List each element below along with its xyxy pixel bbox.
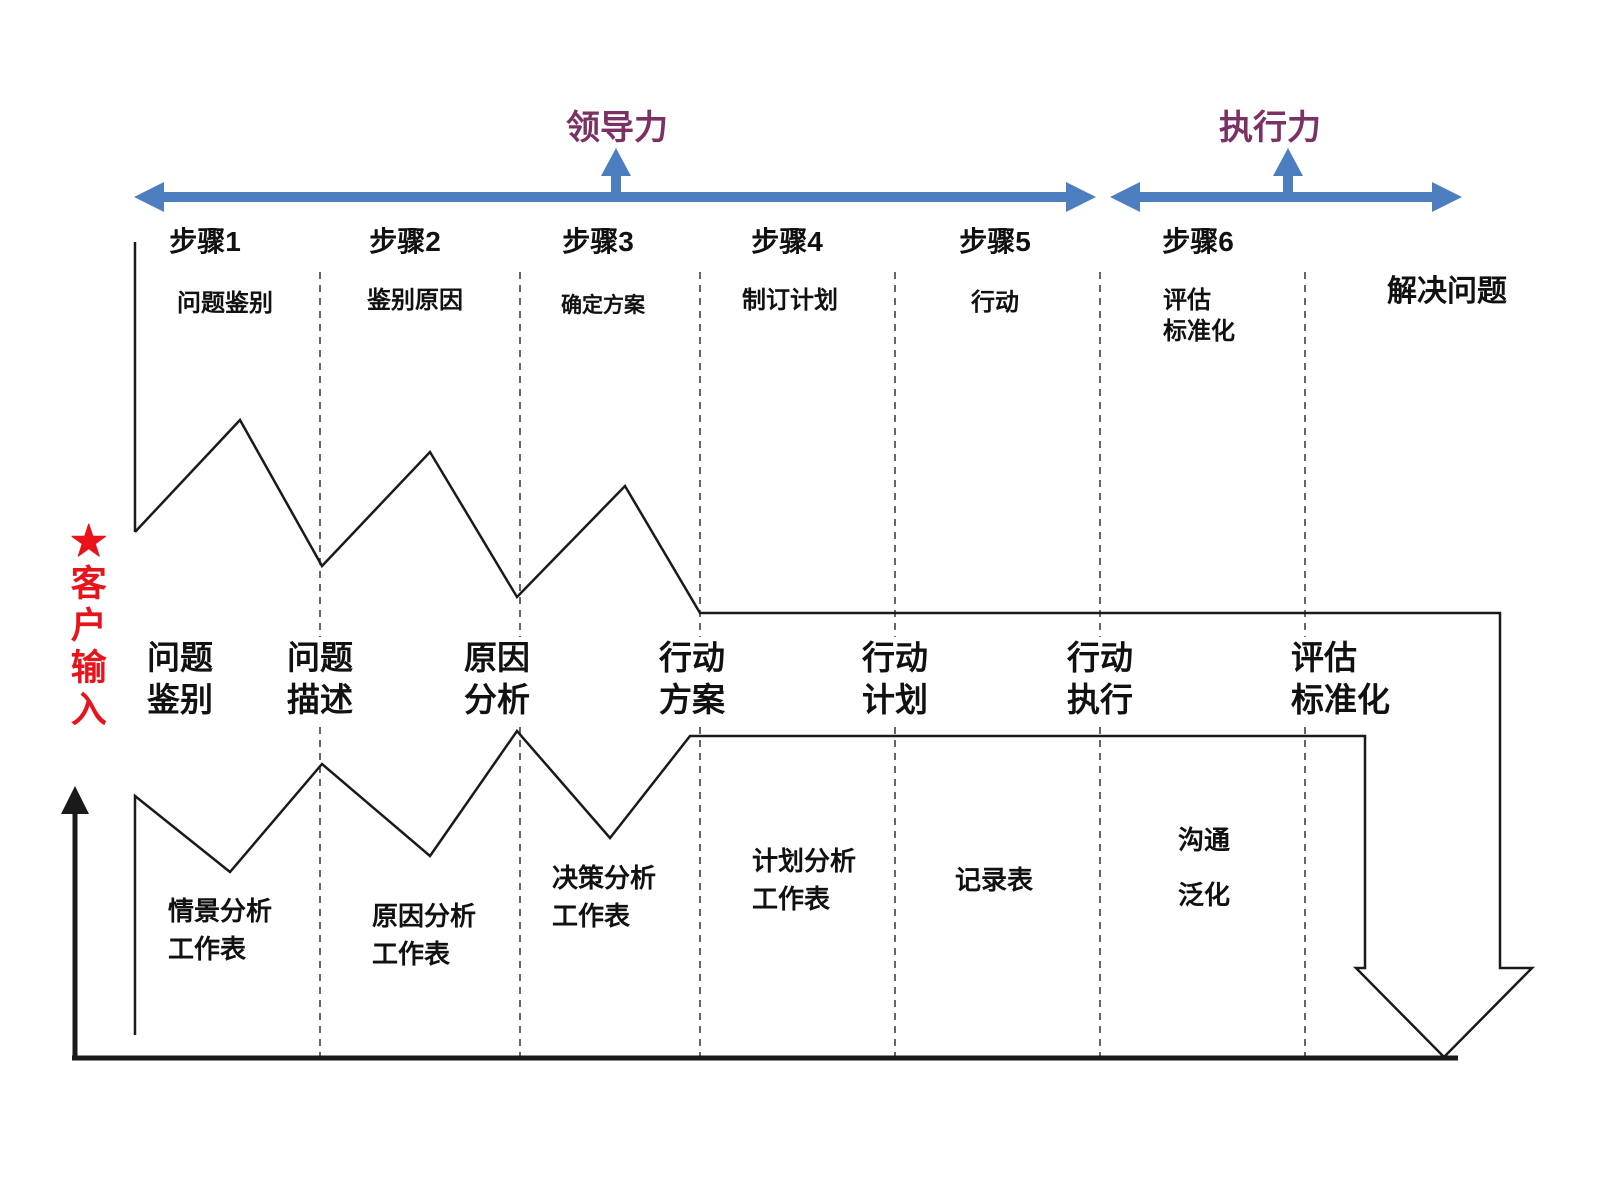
stage-label-5: 行动 计划 xyxy=(856,637,934,722)
step-sub-3: 确定方案 xyxy=(561,294,645,317)
tool-label-6: 沟通 xyxy=(1178,825,1231,855)
step-sub-6: 评估 标准化 xyxy=(1163,287,1235,346)
tool-label-5: 记录表 xyxy=(955,865,1034,895)
process-flow-band-outline xyxy=(133,417,1535,1059)
stage-label-3: 原因 分析 xyxy=(458,637,536,722)
step-label-6: 步骤6 xyxy=(1162,226,1234,257)
step-sub-2: 鉴别原因 xyxy=(367,287,463,314)
tool-label-2: 原因分析 工作表 xyxy=(372,901,477,969)
solve-problem-label: 解决问题 xyxy=(1387,275,1507,308)
step-label-2: 步骤2 xyxy=(369,226,441,257)
step-label-5: 步骤5 xyxy=(959,226,1031,257)
step-sub-1: 问题鉴别 xyxy=(177,290,273,317)
step-sub-5: 行动 xyxy=(971,289,1019,316)
step-sub-4: 制订计划 xyxy=(742,287,838,314)
stage-label-6: 行动 执行 xyxy=(1061,637,1139,722)
stage-label-4: 行动 方案 xyxy=(653,637,731,722)
tool-label-1: 情景分析 工作表 xyxy=(168,896,273,964)
execution-title: 执行力 xyxy=(1219,109,1321,147)
stage-label-1: 问题 鉴别 xyxy=(141,637,219,722)
stage-label-2: 问题 描述 xyxy=(281,637,359,722)
customer-input-label: ★客户输入 xyxy=(65,522,107,732)
tool-label-7: 泛化 xyxy=(1178,880,1231,910)
execution-pointer-arrow xyxy=(1273,148,1303,202)
step-label-4: 步骤4 xyxy=(751,226,823,257)
step-label-1: 步骤1 xyxy=(169,226,241,257)
step-label-3: 步骤3 xyxy=(562,226,634,257)
tool-label-3: 决策分析 工作表 xyxy=(552,863,657,931)
tool-label-4: 计划分析 工作表 xyxy=(752,846,857,914)
leadership-title: 领导力 xyxy=(566,109,668,147)
stage-label-7: 评估 标准化 xyxy=(1285,637,1396,722)
bottom-axis xyxy=(61,786,1458,1061)
leadership-pointer-arrow xyxy=(601,148,631,202)
